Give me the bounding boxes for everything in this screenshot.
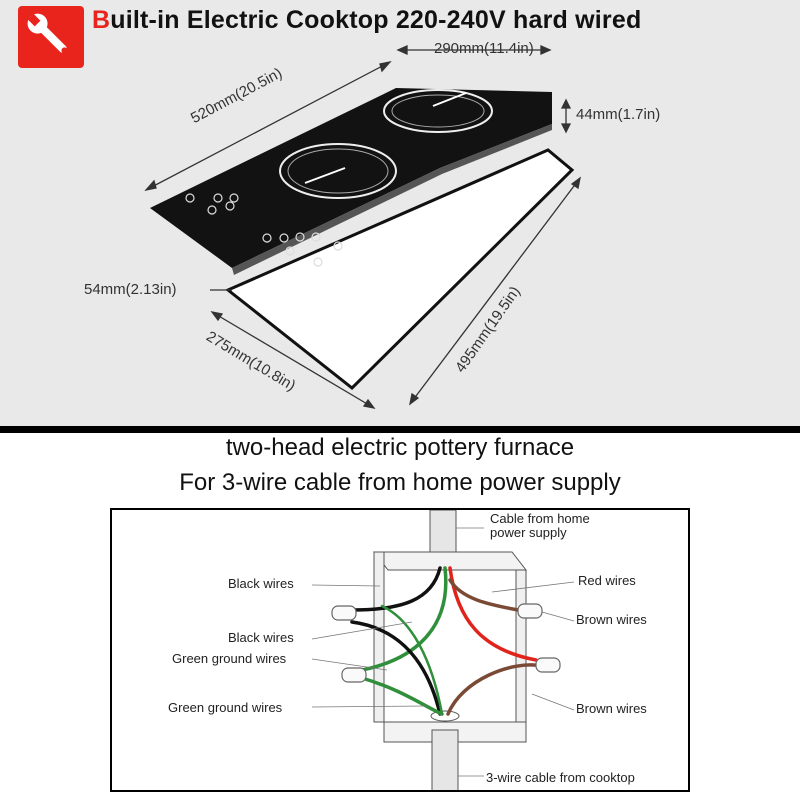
burner-right-inner (391, 94, 485, 128)
label-black-wires-1: Black wires (228, 576, 294, 591)
cutout-frame (225, 148, 575, 391)
cooktop-illustration (144, 44, 581, 409)
label-brown-wires-1: Brown wires (576, 612, 647, 627)
junction-box-illustration (311, 510, 575, 790)
dimension-height: 44mm(1.7in) (576, 106, 661, 123)
label-brown-wires-2: Brown wires (576, 701, 647, 716)
dimension-width-top: 290mm(11.4in) (434, 40, 534, 57)
label-green-ground-wires-1: Green ground wires (172, 651, 287, 666)
section-title: two-head electric pottery furnace (225, 434, 575, 461)
label-red-wires: Red wires (578, 573, 636, 588)
cooktop-glass (150, 88, 552, 268)
section-divider (0, 426, 800, 433)
label-black-wires-2: Black wires (228, 630, 294, 645)
page-title: Built-in Electric Cooktop 220-240V hard … (92, 6, 642, 34)
burner-right (383, 89, 493, 133)
burner-left (279, 143, 397, 199)
touch-controls (185, 193, 343, 267)
label-cable-from-cooktop: 3-wire cable from cooktop (486, 770, 635, 785)
section-subtitle: For 3-wire cable from home power supply (179, 469, 621, 496)
product-dimensions-panel: Built-in Electric Cooktop 220-240V hard … (0, 0, 800, 428)
label-green-ground-wires-2: Green ground wires (168, 700, 283, 715)
wrench-icon (18, 6, 84, 68)
burner-left-inner (287, 148, 389, 194)
dimension-cutout-depth: 54mm(2.13in) (84, 281, 177, 298)
